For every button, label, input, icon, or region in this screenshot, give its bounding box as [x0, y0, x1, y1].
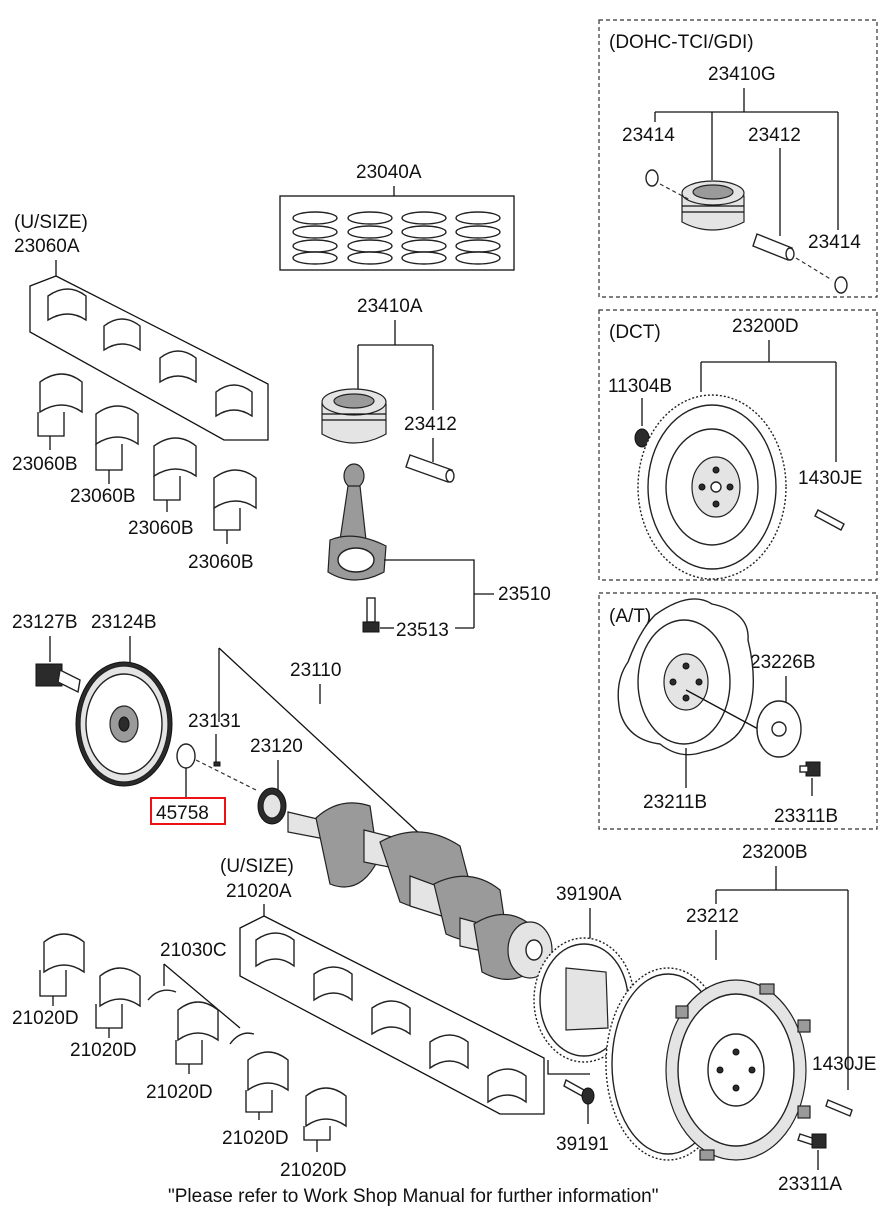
part-21020D-4[interactable]: 21020D: [222, 1128, 289, 1149]
dct-box: (DCT) 23200D 11304B 1430JE: [598, 309, 878, 581]
part-11304B[interactable]: 11304B: [608, 376, 672, 397]
adapter-plate-icon: [756, 700, 802, 758]
lower-bearings-group: (U/SIZE) 21020A 21030C 21020D 21020D: [12, 856, 545, 1181]
crankshaft-group: 23127B 23124B 23131 23110 23120: [12, 612, 553, 980]
part-1430JE-dct[interactable]: 1430JE: [798, 468, 862, 489]
connecting-rod-icon: [327, 463, 387, 581]
bearing-shell-icon: [47, 288, 253, 418]
part-21020A[interactable]: 21020A: [226, 881, 292, 902]
part-23200B[interactable]: 23200B: [742, 842, 808, 863]
part-39190A[interactable]: 39190A: [556, 884, 622, 905]
at-label: (A/T): [609, 606, 651, 627]
snap-ring-icon: [834, 276, 848, 294]
part-23211B[interactable]: 23211B: [643, 792, 707, 813]
piston-icon: [321, 388, 387, 444]
thrust-washer-icon: [229, 1032, 255, 1045]
part-23510[interactable]: 23510: [498, 584, 551, 605]
bolt-icon: [799, 761, 821, 777]
dual-mass-flywheel-icon: [637, 394, 787, 580]
oil-seal-icon: [176, 743, 196, 769]
bolt-icon: [563, 1078, 595, 1105]
part-21020D-2[interactable]: 21020D: [70, 1040, 137, 1061]
usize-label-upper: (U/SIZE): [14, 212, 88, 233]
thrust-washer-icon: [147, 989, 177, 1001]
usize-label-lower: (U/SIZE): [220, 856, 294, 877]
snap-ring-icon: [645, 169, 659, 187]
part-23412-dohc[interactable]: 23412: [748, 125, 801, 146]
piston-pin-icon: [405, 454, 455, 483]
part-21030C[interactable]: 21030C: [160, 940, 227, 961]
upper-bearings-group: (U/SIZE) 23060A 23060B 23060B 23060B 230…: [12, 212, 269, 573]
flywheel-group: 23200B 23212 1430JE: [605, 842, 876, 1195]
part-23060B-3[interactable]: 23060B: [128, 518, 194, 539]
part-23414-bottom[interactable]: 23414: [808, 232, 861, 253]
part-45758[interactable]: 45758: [156, 803, 209, 824]
flexplate-icon: [533, 937, 635, 1063]
flexplate-group: 39190A 39191: [533, 884, 635, 1155]
woodruff-key-icon: [213, 761, 221, 767]
part-23410A[interactable]: 23410A: [357, 296, 423, 317]
part-23060B-2[interactable]: 23060B: [70, 486, 136, 507]
dohc-label: (DOHC-TCI/GDI): [609, 32, 754, 53]
part-23124B[interactable]: 23124B: [91, 612, 157, 633]
part-23513[interactable]: 23513: [396, 620, 449, 641]
part-23060B-4[interactable]: 23060B: [188, 552, 254, 573]
part-23410G[interactable]: 23410G: [708, 64, 776, 85]
part-23040A[interactable]: 23040A: [356, 162, 422, 183]
footer-note: "Please refer to Work Shop Manual for fu…: [168, 1186, 658, 1207]
part-21020D-5[interactable]: 21020D: [280, 1160, 347, 1181]
at-box: (A/T) 23226B 23211B 23311B: [598, 592, 878, 830]
part-23311B[interactable]: 23311B: [774, 806, 838, 827]
part-21020D-3[interactable]: 21020D: [146, 1082, 213, 1103]
bushing-icon: [634, 428, 650, 448]
part-23120[interactable]: 23120: [250, 736, 303, 757]
dowel-pin-icon: [825, 1099, 853, 1117]
pulley-bolt-icon: [35, 663, 81, 694]
bolt-icon: [814, 509, 845, 531]
ring-set-icon: [292, 211, 501, 265]
crankshaft-icon: [287, 802, 553, 980]
part-23131[interactable]: 23131: [188, 711, 241, 732]
part-39191[interactable]: 39191: [556, 1134, 609, 1155]
part-23311A[interactable]: 23311A: [778, 1174, 842, 1195]
rod-bolt-icon: [362, 597, 380, 633]
bearing-shell-icon: [43, 933, 347, 1128]
piston-pin-icon: [752, 233, 795, 261]
part-23110[interactable]: 23110: [290, 660, 341, 681]
timing-sprocket-icon: [257, 787, 287, 825]
part-23060A[interactable]: 23060A: [14, 236, 80, 257]
piston-rod-group: 23410A 23412 23510: [321, 296, 551, 641]
damper-pulley-icon: [75, 661, 173, 787]
part-23212[interactable]: 23212: [686, 906, 739, 927]
dohc-box: (DOHC-TCI/GDI) 23410G 23414 23412 23414: [598, 19, 878, 298]
dct-label: (DCT): [609, 322, 661, 343]
highlight-box: [150, 797, 226, 825]
drive-plate-icon: [617, 598, 754, 756]
dual-mass-flywheel-icon: [665, 979, 811, 1161]
bolt-icon: [797, 1133, 827, 1149]
piston-rings-group: 23040A: [279, 162, 515, 271]
part-23414-top[interactable]: 23414: [622, 125, 675, 146]
part-23060B-1[interactable]: 23060B: [12, 454, 78, 475]
piston-icon: [681, 180, 745, 231]
part-23412-main[interactable]: 23412: [404, 414, 457, 435]
part-21020D-1[interactable]: 21020D: [12, 1008, 79, 1029]
part-23200D[interactable]: 23200D: [732, 316, 799, 337]
part-1430JE-main[interactable]: 1430JE: [812, 1054, 876, 1075]
bearing-shell-icon: [39, 373, 257, 510]
bearing-shell-icon: [255, 932, 527, 1104]
part-23226B[interactable]: 23226B: [750, 652, 816, 673]
part-23127B[interactable]: 23127B: [12, 612, 78, 633]
